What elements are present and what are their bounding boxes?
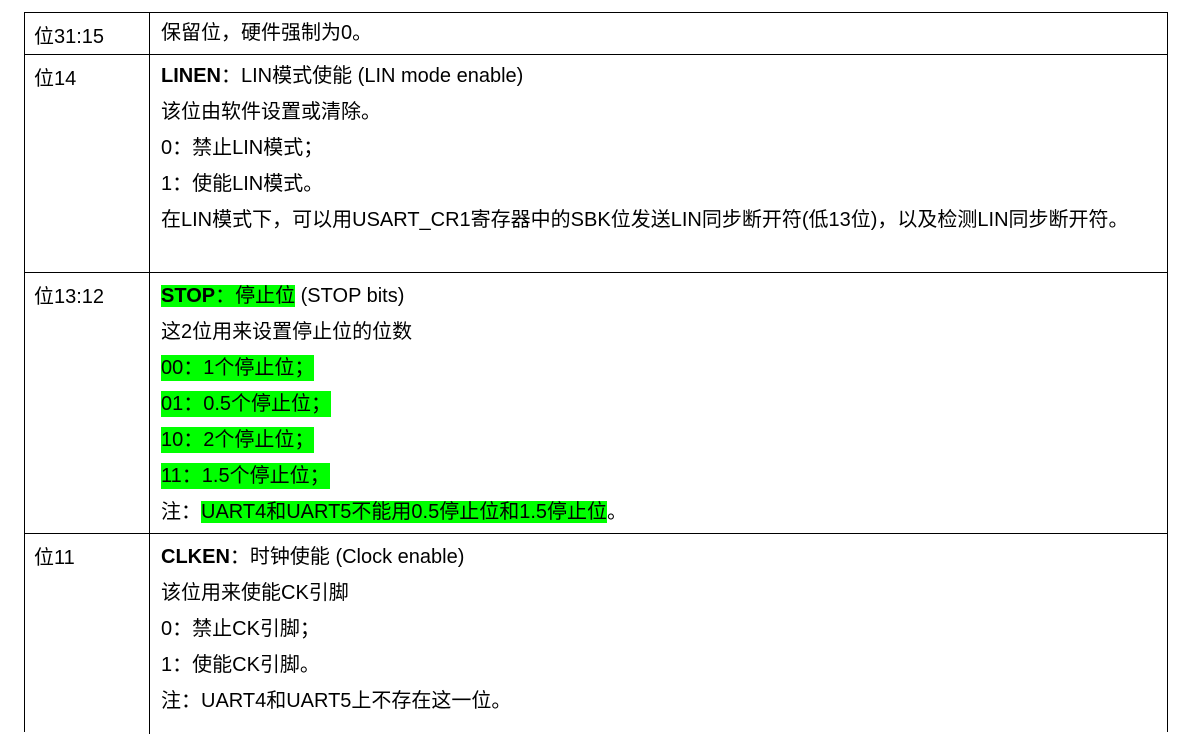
description-text: 0：禁止CK引脚； [161, 618, 320, 640]
field-title: LINEN：LIN模式使能 (LIN mode enable) [161, 63, 523, 89]
description-text: 保留位，硬件强制为0。 [161, 22, 373, 44]
bit-range: 位11 [34, 547, 75, 569]
description-text: 1：使能CK引脚。 [161, 654, 320, 676]
table-row: 位31:15 保留位，硬件强制为0。 [25, 13, 1167, 54]
table-row: 位14 LINEN：LIN模式使能 (LIN mode enable) 该位由软… [25, 54, 1167, 273]
description-cell: CLKEN：时钟使能 (Clock enable) 该位用来使能CK引脚 0：禁… [150, 534, 1167, 734]
description-cell: STOP：停止位 (STOP bits) 这2位用来设置停止位的位数 00：1个… [150, 273, 1167, 534]
field-desc-tail: (STOP bits) [295, 285, 405, 307]
field-desc: ：LIN模式使能 (LIN mode enable) [221, 65, 524, 87]
note-highlight: UART4和UART5不能用0.5停止位和1.5停止位 [201, 501, 608, 523]
field-name: LINEN [161, 65, 221, 87]
description-text: 该位由软件设置或清除。 [161, 101, 381, 123]
description-text: 00：1个停止位； [161, 355, 315, 381]
bit-cell: 位14 [25, 55, 150, 273]
description-text: 11：1.5个停止位； [161, 463, 330, 489]
bit-range: 位13:12 [34, 286, 105, 308]
description-text: 10：2个停止位； [161, 427, 315, 453]
field-title: STOP：停止位 (STOP bits) [161, 283, 404, 309]
bit-range: 位31:15 [34, 26, 105, 48]
field-desc: ：停止位 [215, 285, 296, 307]
field-name: STOP [161, 285, 216, 307]
bit-range: 位14 [34, 68, 77, 90]
bit-cell: 位11 [25, 534, 150, 734]
note-suffix: 。 [607, 501, 628, 523]
table-row: 位13:12 STOP：停止位 (STOP bits) 这2位用来设置停止位的位… [25, 272, 1167, 534]
field-title: CLKEN：时钟使能 (Clock enable) [161, 544, 464, 570]
description-text: 0：禁止LIN模式； [161, 137, 324, 159]
description-text: 在LIN模式下，可以用USART_CR1寄存器中的SBK位发送LIN同步断开符(… [161, 209, 1129, 231]
bit-cell: 位31:15 [25, 13, 150, 54]
register-bit-table: 位31:15 保留位，硬件强制为0。 位14 LINEN：LIN模式使能 (LI… [24, 12, 1168, 734]
bit-cell: 位13:12 [25, 273, 150, 534]
field-name: CLKEN [161, 546, 230, 568]
field-desc: ：时钟使能 (Clock enable) [229, 546, 465, 568]
table-row: 位11 CLKEN：时钟使能 (Clock enable) 该位用来使能CK引脚… [25, 533, 1167, 734]
description-text: 1：使能LIN模式。 [161, 173, 324, 195]
description-text: 这2位用来设置停止位的位数 [161, 321, 413, 343]
note-prefix: 注： [161, 501, 201, 523]
description-cell: 保留位，硬件强制为0。 [150, 13, 1167, 54]
description-text: 01：0.5个停止位； [161, 391, 332, 417]
description-text: 该位用来使能CK引脚 [161, 582, 349, 604]
description-cell: LINEN：LIN模式使能 (LIN mode enable) 该位由软件设置或… [150, 55, 1167, 273]
note-text: 注：UART4和UART5不能用0.5停止位和1.5停止位。 [161, 499, 627, 525]
note-text: 注：UART4和UART5上不存在这一位。 [161, 690, 512, 712]
